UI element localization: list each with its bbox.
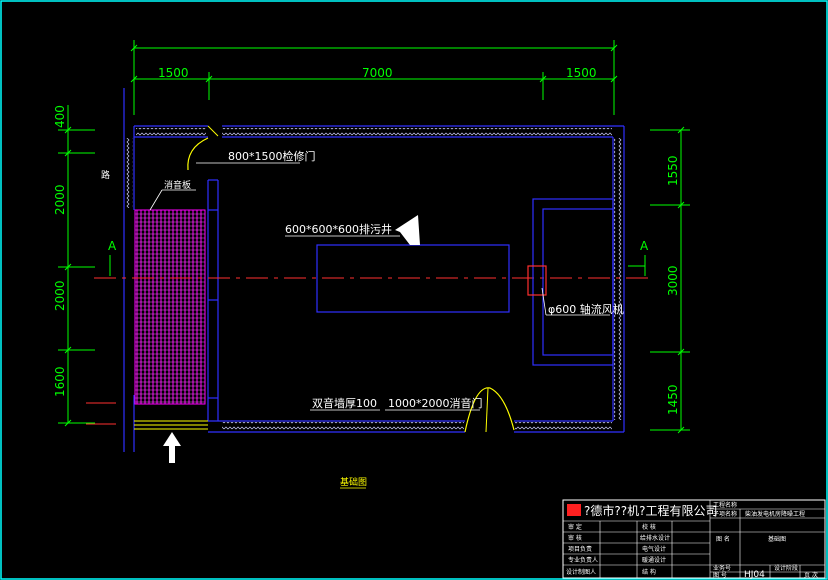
title-block-frame (562, 499, 826, 579)
left-red-marks (86, 402, 116, 425)
project-name-label: 工程名称 (713, 501, 737, 509)
plan-title: 基础图 (340, 476, 367, 488)
silencer-panel (134, 209, 206, 405)
company-name: ?德市??机?工程有限公司 (584, 503, 717, 518)
row-left-2: 审 核 (568, 534, 582, 542)
row-mid-4: 暖通设计 (642, 556, 666, 564)
top-dimension-chain (130, 40, 618, 115)
business-number-label: 业务号 (713, 564, 731, 572)
fan-label: φ600 轴流风机 (548, 302, 624, 316)
exhaust-well-label: 600*600*600排污井 (285, 222, 392, 236)
project-name: 柴油发电机房降噪工程 (745, 510, 805, 518)
dim-left-2: 2000 (53, 184, 67, 215)
road-label: 路 (101, 169, 110, 181)
section-mark-right: A (640, 239, 649, 253)
dim-right-1: 1550 (666, 155, 680, 186)
entry-arrow-icon (163, 432, 181, 463)
sound-wall-label: 双音墙厚100 (312, 396, 377, 410)
dim-top-left: 1500 (158, 66, 189, 80)
silencer-leader (149, 189, 163, 211)
dim-top-right: 1500 (566, 66, 597, 80)
inspection-door-arc (187, 137, 209, 171)
dim-right-2: 3000 (666, 265, 680, 296)
entry-door-label: 1000*2000消音门 (388, 396, 483, 410)
row-mid-1: 校 核 (642, 523, 656, 531)
inspection-door-leaf (207, 125, 219, 137)
fan-housing-inner (542, 208, 614, 356)
room-walls (123, 88, 625, 452)
entry-door-arc (464, 387, 515, 433)
left-wall-hatch (125, 138, 133, 208)
dim-right-3: 1450 (666, 384, 680, 415)
title-block: ?德市??机?工程有限公司 工程名称 子项名称 柴油发电机房降噪工程 审 定 审… (562, 499, 826, 580)
drawing-number-label: 图 号 (713, 572, 727, 579)
fan-unit (527, 265, 547, 296)
dim-left-4: 1600 (53, 366, 67, 397)
row-mid-3: 电气设计 (642, 545, 666, 553)
page-label: 页 次 (804, 571, 818, 579)
drawing-name: 基础图 (768, 535, 786, 543)
exhaust-well-marker (395, 215, 420, 245)
top-wall-hatch (222, 128, 612, 136)
dim-left-3: 2000 (53, 280, 67, 311)
silencer-label: 消音板 (164, 179, 191, 191)
row-left-4: 专业负责人 (568, 556, 598, 564)
inspection-door-label: 800*1500检修门 (228, 149, 316, 163)
top-wall-hatch-left (136, 128, 206, 136)
stage-label: 设计阶段 (774, 564, 798, 572)
dim-left-1: 400 (53, 105, 67, 128)
section-mark-left: A (108, 239, 117, 253)
row-left-5: 设计制图人 (566, 568, 596, 576)
row-left-1: 审 定 (568, 523, 582, 531)
right-dimension-chain (650, 126, 690, 434)
company-logo (567, 504, 581, 516)
entry-step-lines (134, 420, 208, 430)
drawing-name-label: 图 名 (716, 535, 730, 543)
dim-top-middle: 7000 (362, 66, 393, 80)
sub-item-label: 子项名称 (713, 510, 737, 518)
fan-leader (541, 287, 547, 316)
drawing-number: HJ04 (744, 570, 765, 580)
row-mid-5: 结 构 (642, 568, 656, 576)
bottom-wall-hatch (222, 422, 464, 431)
entry-door-leaf (485, 387, 489, 433)
left-dimension-chain (58, 105, 95, 427)
right-wall-hatch (614, 138, 623, 420)
fan-housing-outer (532, 198, 614, 366)
bottom-wall-hatch-right (515, 422, 612, 431)
row-left-3: 项目负责 (568, 545, 592, 553)
row-mid-2: 给排水设计 (640, 534, 670, 542)
